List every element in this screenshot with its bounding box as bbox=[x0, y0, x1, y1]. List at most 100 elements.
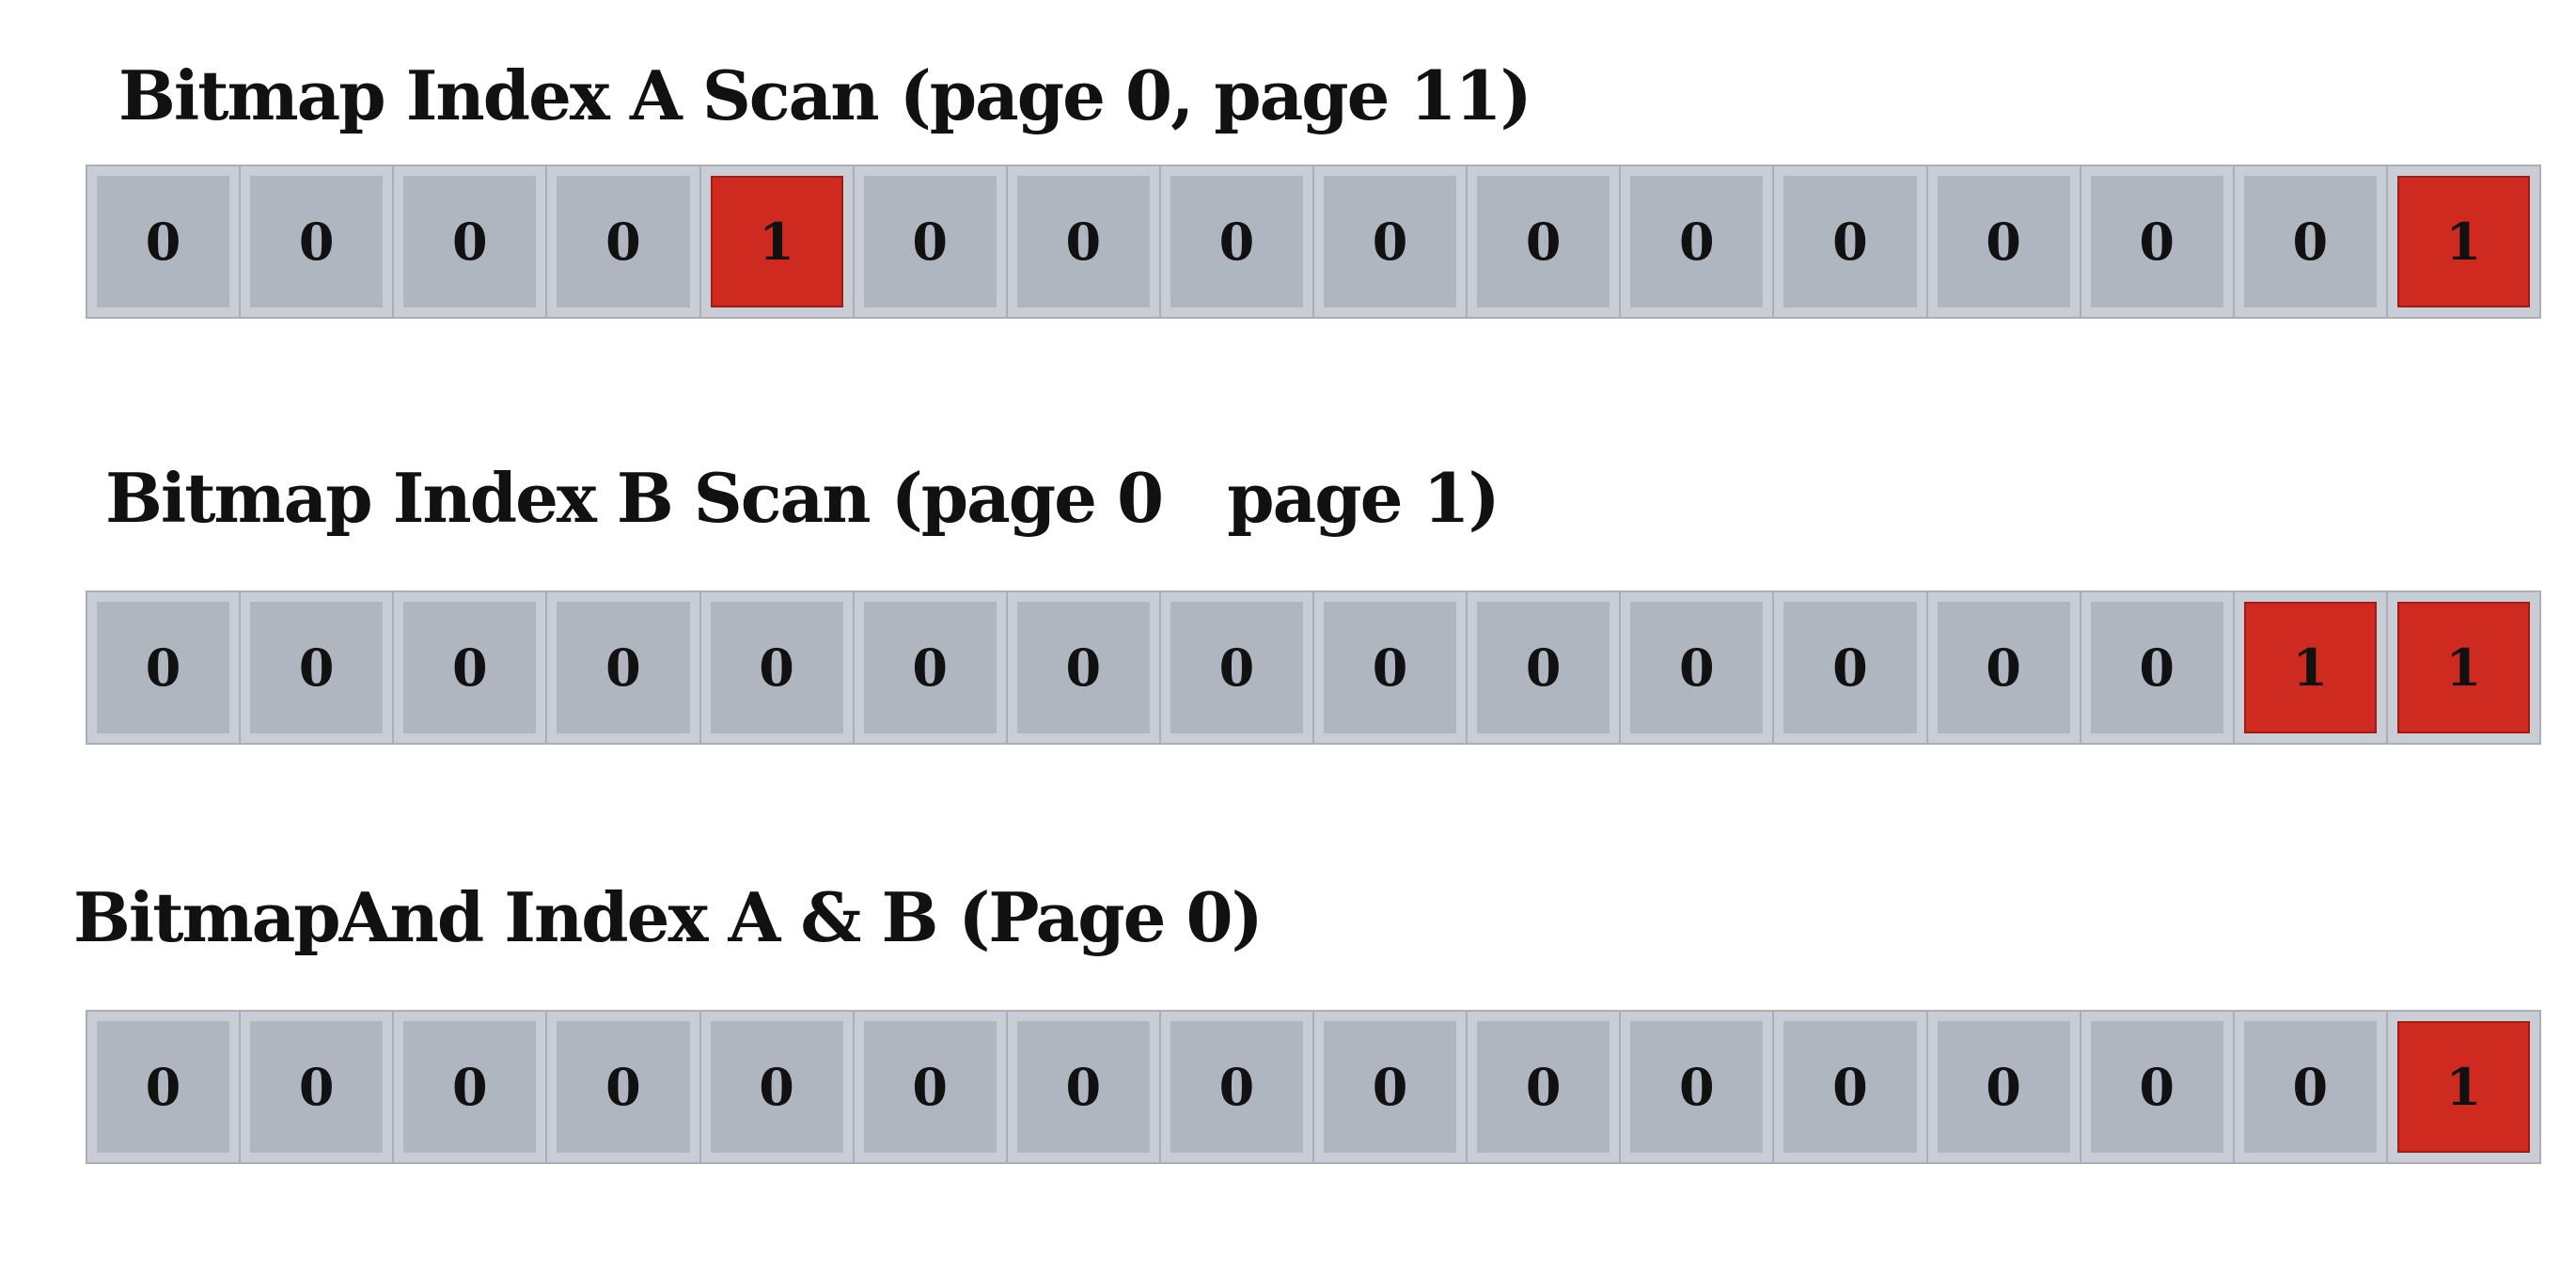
bit-value: 0 bbox=[759, 1057, 794, 1117]
bit-value: 0 bbox=[759, 638, 794, 698]
bit-cell-fill: 0 bbox=[1170, 176, 1303, 307]
bit-cell: 0 bbox=[2234, 166, 2388, 317]
bit-cell-fill: 0 bbox=[2090, 176, 2223, 307]
bit-value: 0 bbox=[1218, 212, 1255, 272]
bit-cell: 0 bbox=[1160, 166, 1314, 317]
bit-cell: 0 bbox=[87, 592, 242, 743]
bit-value: 0 bbox=[1372, 212, 1408, 272]
bit-cell-fill: 0 bbox=[863, 1021, 997, 1153]
bit-value: 0 bbox=[1065, 638, 1102, 698]
bit-cell-fill: 0 bbox=[1324, 1021, 1457, 1153]
bit-value: 0 bbox=[145, 1057, 181, 1117]
bit-cell-fill: 0 bbox=[1783, 176, 1917, 307]
bit-cell-set: 1 bbox=[2234, 592, 2388, 743]
bit-value: 0 bbox=[298, 1057, 335, 1117]
bit-cell-fill: 0 bbox=[1170, 602, 1303, 733]
bit-value: 0 bbox=[605, 638, 641, 698]
bit-value: 0 bbox=[1986, 1057, 2021, 1117]
bit-cell: 0 bbox=[87, 1012, 242, 1162]
bit-cell-set: 1 bbox=[2387, 1012, 2539, 1162]
bit-value: 0 bbox=[912, 638, 948, 698]
bit-cell: 0 bbox=[1160, 592, 1314, 743]
bit-value: 0 bbox=[1065, 1057, 1102, 1117]
bit-cell: 0 bbox=[1774, 1012, 1928, 1162]
bit-cell-fill: 0 bbox=[403, 176, 537, 307]
bit-cell-fill: 0 bbox=[1477, 602, 1610, 733]
bit-cell-fill: 0 bbox=[1630, 602, 1764, 733]
bit-cell-fill: 0 bbox=[1324, 602, 1457, 733]
bit-value: 0 bbox=[605, 212, 641, 272]
bit-cell-fill: 0 bbox=[1630, 176, 1764, 307]
bit-value: 0 bbox=[912, 1057, 948, 1117]
bit-cell: 0 bbox=[1160, 1012, 1314, 1162]
bit-value: 1 bbox=[2292, 638, 2329, 698]
bit-cell: 0 bbox=[1927, 1012, 2081, 1162]
bit-value: 0 bbox=[1832, 638, 1868, 698]
bit-cell: 0 bbox=[1468, 1012, 1622, 1162]
bit-cell-fill: 0 bbox=[97, 176, 230, 307]
bit-value: 1 bbox=[759, 212, 794, 272]
bit-cell-fill: 0 bbox=[1937, 1021, 2070, 1153]
bit-cell: 0 bbox=[241, 1012, 395, 1162]
bit-cell-fill: 1 bbox=[2243, 602, 2377, 733]
bit-cell-fill: 0 bbox=[557, 1021, 690, 1153]
bit-cell: 0 bbox=[1007, 166, 1161, 317]
bit-cell-fill: 0 bbox=[1324, 176, 1457, 307]
bit-value: 0 bbox=[1065, 212, 1102, 272]
bit-cell-fill: 0 bbox=[710, 602, 843, 733]
bit-value: 0 bbox=[1986, 212, 2021, 272]
bit-cell: 0 bbox=[241, 592, 395, 743]
bit-value: 0 bbox=[1372, 638, 1408, 698]
bit-value: 0 bbox=[1525, 1057, 1562, 1117]
bit-value: 0 bbox=[1372, 1057, 1408, 1117]
bit-cell-fill: 0 bbox=[1630, 1021, 1764, 1153]
bit-value: 0 bbox=[1832, 1057, 1868, 1117]
bit-cell: 0 bbox=[394, 592, 548, 743]
bit-cell: 0 bbox=[547, 1012, 701, 1162]
bit-cell-set: 1 bbox=[700, 166, 855, 317]
bit-cell: 0 bbox=[1314, 592, 1469, 743]
bit-value: 0 bbox=[452, 638, 488, 698]
bit-cell: 0 bbox=[87, 166, 242, 317]
bit-cell: 0 bbox=[1314, 166, 1469, 317]
bit-cell-fill: 0 bbox=[557, 176, 690, 307]
bit-value: 0 bbox=[1986, 638, 2021, 698]
bit-cell-fill: 0 bbox=[250, 602, 384, 733]
bit-value: 0 bbox=[605, 1057, 641, 1117]
bit-cell: 0 bbox=[1621, 592, 1775, 743]
bit-cell-fill: 0 bbox=[863, 176, 997, 307]
bit-cell: 0 bbox=[1774, 592, 1928, 743]
bit-value: 0 bbox=[452, 1057, 488, 1117]
bit-cell: 0 bbox=[1468, 166, 1622, 317]
bit-cell: 0 bbox=[394, 166, 548, 317]
bit-value: 0 bbox=[1218, 1057, 1255, 1117]
bit-value: 1 bbox=[2445, 638, 2482, 698]
bit-value: 0 bbox=[145, 638, 181, 698]
bit-value: 0 bbox=[1679, 638, 1715, 698]
bit-value: 0 bbox=[1525, 638, 1562, 698]
bit-cell-fill: 0 bbox=[1016, 602, 1150, 733]
bit-cell: 0 bbox=[394, 1012, 548, 1162]
bit-cell-fill: 0 bbox=[1783, 1021, 1917, 1153]
bit-value: 0 bbox=[298, 638, 335, 698]
bit-cell-fill: 0 bbox=[2090, 1021, 2223, 1153]
bit-cell: 0 bbox=[1007, 592, 1161, 743]
bit-cell: 0 bbox=[854, 1012, 1008, 1162]
bit-value: 0 bbox=[145, 212, 181, 272]
bit-value: 0 bbox=[1832, 212, 1868, 272]
bit-cell: 0 bbox=[1314, 1012, 1469, 1162]
bit-value: 0 bbox=[298, 212, 335, 272]
bit-value: 0 bbox=[1525, 212, 1562, 272]
bit-cell: 0 bbox=[241, 166, 395, 317]
bit-cell-fill: 0 bbox=[710, 1021, 843, 1153]
bit-cell-fill: 0 bbox=[863, 602, 997, 733]
bit-cell: 0 bbox=[1927, 166, 2081, 317]
bit-cell: 0 bbox=[1468, 592, 1622, 743]
bit-cell-fill: 0 bbox=[1477, 1021, 1610, 1153]
bit-cell-fill: 0 bbox=[250, 176, 384, 307]
bit-cell: 0 bbox=[2081, 592, 2235, 743]
bit-cell-fill: 0 bbox=[2243, 176, 2377, 307]
bit-cell: 0 bbox=[547, 592, 701, 743]
bit-cell: 0 bbox=[2081, 1012, 2235, 1162]
